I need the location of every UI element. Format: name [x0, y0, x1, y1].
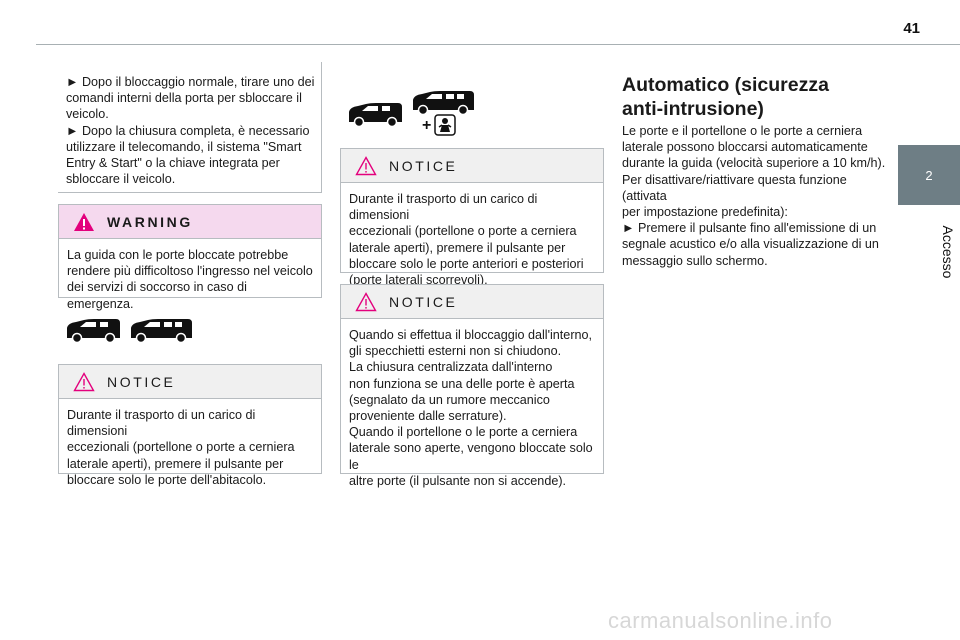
notice-line: La chiusura centralizzata dall'interno [349, 360, 553, 375]
intro-line: ► Dopo la chiusura completa, è necessari… [66, 123, 310, 138]
warning-line: La guida con le porte bloccate potrebbe [67, 248, 289, 262]
para-line: Le porte e il portellone o le porte a ce… [622, 124, 863, 138]
van-icon-long [413, 91, 474, 116]
notice-triangle-icon [355, 291, 377, 311]
warning-box: WARNING La guida con le porte bloccate p… [58, 204, 322, 311]
notice-line: proveniente dalle serrature). [349, 409, 507, 424]
van-icon-short [349, 103, 402, 128]
intro-line: utilizzare il telecomando, il sistema "S… [66, 139, 302, 154]
page-number: 41 [903, 20, 920, 37]
plus-sign: + [422, 117, 432, 134]
warning-triangle-icon [74, 212, 94, 231]
intro-line: veicolo. [66, 107, 109, 122]
notice-line: (porte laterali scorrevoli). [349, 273, 488, 288]
notice-box: NOTICE Durante il trasporto di un carico… [58, 364, 322, 487]
child-lock-icon [434, 114, 456, 136]
notice-line: Durante il trasporto di un carico di dim… [67, 408, 256, 439]
notice-line: Quando il portellone o le porte a cernie… [349, 425, 578, 440]
notice-triangle-icon [73, 371, 95, 391]
warning-title: WARNING [107, 213, 193, 230]
notice-header: NOTICE [341, 285, 603, 319]
notice-title: NOTICE [107, 373, 176, 390]
notice-line: laterale sono aperte, vengono bloccate s… [349, 441, 593, 472]
intro-line: Entry & Start" o la chiave integrata per [66, 156, 280, 171]
chapter-tab[interactable]: 2 [898, 145, 960, 205]
para-line: messaggio sullo schermo. [622, 253, 768, 268]
intro-text: ► Dopo il bloccaggio normale, tirare uno… [58, 62, 321, 187]
warning-body: La guida con le porte bloccate potrebbe … [59, 239, 321, 312]
notice-header: NOTICE [59, 365, 321, 399]
notice-box: NOTICE Durante il trasporto di un carico… [340, 148, 604, 287]
warning-line: rendere più difficoltoso l'ingresso nel … [67, 264, 313, 279]
para-line: Per disattivare/riattivare questa funzio… [622, 172, 847, 203]
notice-line: bloccare solo le porte anteriori e poste… [349, 256, 584, 271]
heading-line: Automatico (sicurezza [622, 74, 829, 96]
notice-line: gli specchietti esterni non si chiudono. [349, 344, 562, 359]
header-rule [36, 44, 960, 45]
warning-line: dei servizi di soccorso in caso di emerg… [67, 280, 247, 311]
notice-box: NOTICE Quando si effettua il bloccaggio … [340, 284, 604, 488]
watermark[interactable]: carmanualsonline.info [608, 608, 833, 633]
notice-line: laterale aperti), premere il pulsante pe… [67, 456, 284, 471]
section-paragraph: Le porte e il portellone o le porte a ce… [622, 123, 890, 269]
heading-line: anti-intrusione) [622, 98, 764, 120]
chapter-number: 2 [925, 167, 933, 183]
intro-line: ► Dopo il bloccaggio normale, tirare uno… [66, 75, 315, 89]
van-icon-long [131, 319, 192, 344]
para-line: per impostazione predefinita): [622, 205, 788, 220]
notice-line: (segnalato da un rumore meccanico [349, 392, 550, 407]
notice-line: eccezionali (portellone o porte a cernie… [67, 440, 295, 455]
notice-triangle-icon [355, 155, 377, 175]
para-line: ► Premere il pulsante fino all'emissione… [622, 221, 877, 236]
notice-line: eccezionali (portellone o porte a cernie… [349, 224, 577, 239]
notice-title: NOTICE [389, 293, 458, 310]
intro-box: ► Dopo il bloccaggio normale, tirare uno… [58, 62, 322, 193]
para-line: laterale possono bloccarsi automaticamen… [622, 140, 868, 155]
van-icon-short [67, 319, 120, 344]
section-heading: Automatico (sicurezza anti-intrusione) [622, 73, 882, 121]
chapter-label: Accesso [900, 212, 956, 312]
notice-line: non funziona se una delle porte è aperta [349, 376, 575, 391]
notice-line: Quando si effettua il bloccaggio dall'in… [349, 328, 593, 342]
notice-body: Durante il trasporto di un carico di dim… [341, 183, 603, 288]
para-line: segnale acustico e/o alla visualizzazion… [622, 237, 879, 252]
notice-line: bloccare solo le porte dell'abitacolo. [67, 472, 267, 487]
notice-line: laterale aperti), premere il pulsante pe… [349, 240, 566, 255]
warning-header: WARNING [59, 205, 321, 239]
notice-line: altre porte (il pulsante non si accende)… [349, 473, 567, 488]
notice-title: NOTICE [389, 157, 458, 174]
para-line: durante la guida (velocità superiore a 1… [622, 156, 886, 171]
intro-line: comandi interni della porta per sbloccar… [66, 91, 302, 106]
intro-line: sbloccare il veicolo. [66, 172, 176, 187]
notice-header: NOTICE [341, 149, 603, 183]
notice-body: Durante il trasporto di un carico di dim… [59, 399, 321, 488]
chapter-label-text: Accesso [940, 225, 956, 279]
notice-body: Quando si effettua il bloccaggio dall'in… [341, 319, 603, 489]
notice-line: Durante il trasporto di un carico di dim… [349, 192, 538, 223]
